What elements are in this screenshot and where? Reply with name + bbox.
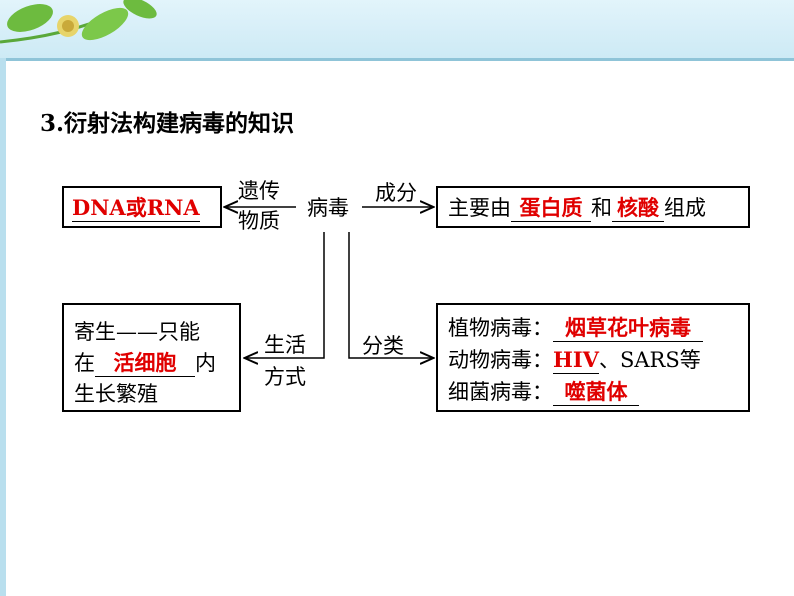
animal-virus-label: 动物病毒： (448, 348, 553, 372)
composition-answer-nucleic: 核酸 (612, 195, 664, 222)
composition-middle: 和 (591, 196, 612, 220)
bacterial-virus-label: 细菌病毒： (448, 380, 553, 404)
animal-virus-suffix: 、SARS等 (598, 348, 701, 372)
left-edge-band (0, 58, 6, 596)
lifestyle-answer: 活细胞 (95, 350, 195, 377)
bacterial-virus-answer: 噬菌体 (553, 379, 639, 406)
genetic-material-answer: DNA或RNA (72, 195, 200, 222)
label-classify: 分类 (362, 334, 404, 358)
genetic-material-box: DNA或RNA (62, 186, 222, 228)
plant-virus-answer: 烟草花叶病毒 (553, 315, 703, 342)
lifestyle-line2-suffix: 内 (195, 351, 216, 375)
lifestyle-line3: 生长繁殖 (74, 382, 158, 406)
label-composition: 成分 (375, 181, 417, 205)
composition-suffix: 组成 (664, 196, 706, 220)
lifestyle-line2-prefix: 在 (74, 351, 95, 375)
composition-box: 主要由蛋白质和核酸组成 (436, 186, 750, 228)
plant-virus-label: 植物病毒： (448, 316, 553, 340)
lifestyle-box: 寄生——只能 在活细胞内 生长繁殖 (62, 303, 241, 412)
classification-box: 植物病毒：烟草花叶病毒 动物病毒：HIV、SARS等 细菌病毒：噬菌体 (436, 303, 750, 412)
label-lifestyle-line2: 方式 (264, 365, 306, 389)
composition-prefix: 主要由 (448, 196, 511, 220)
center-node: 病毒 (307, 196, 349, 220)
label-genetic-line2: 物质 (238, 209, 280, 233)
composition-answer-protein: 蛋白质 (511, 195, 591, 222)
leaf-decoration-icon (0, 0, 157, 44)
label-lifestyle-line1: 生活 (264, 333, 306, 357)
label-genetic-line1: 遗传 (238, 179, 280, 203)
lifestyle-line1: 寄生——只能 (74, 320, 200, 344)
section-title: 3.衍射法构建病毒的知识 (40, 110, 295, 137)
header-divider (0, 58, 794, 61)
animal-virus-answer: HIV (553, 347, 599, 374)
